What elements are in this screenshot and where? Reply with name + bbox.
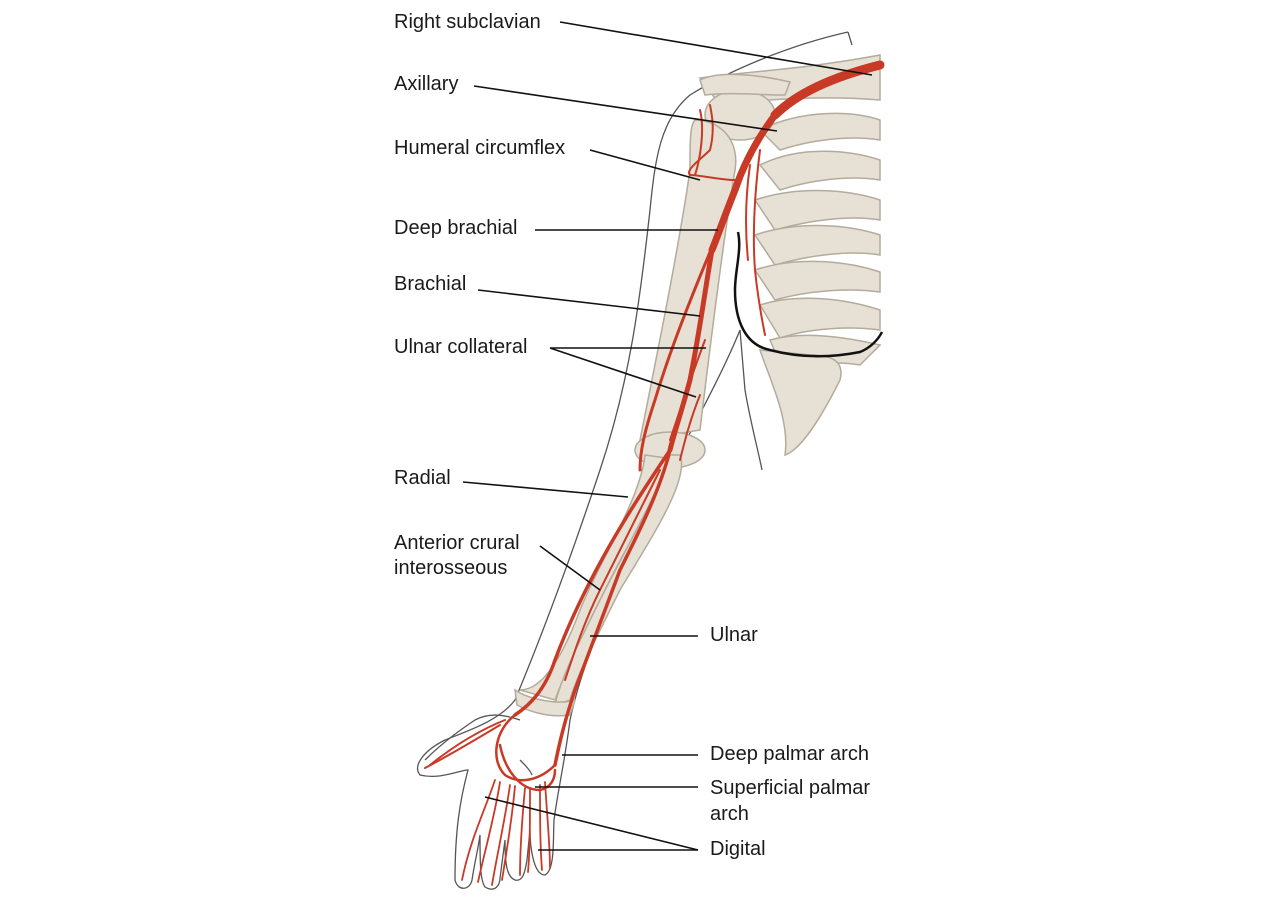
label-superficial-palmar-2: arch	[710, 803, 749, 825]
label-radial: Radial	[394, 467, 451, 489]
label-right-subclavian: Right subclavian	[394, 11, 541, 33]
label-anterior-crural-1: Anterior crural	[394, 532, 520, 554]
brachial-artery	[667, 247, 715, 453]
leader-brachial	[477, 289, 701, 317]
humeral-circumflex-artery	[688, 104, 736, 181]
label-ulnar: Ulnar	[710, 624, 758, 646]
leader-right-subclavian	[559, 21, 873, 76]
digital-artery-1	[461, 779, 496, 881]
label-humeral-circumflex: Humeral circumflex	[394, 137, 566, 159]
ulnar-artery	[553, 448, 672, 767]
label-digital: Digital	[710, 838, 766, 860]
digital-artery-2	[491, 784, 511, 886]
label-brachial: Brachial	[394, 273, 467, 295]
leader-humeral-circumflex	[589, 149, 701, 181]
axillary-artery	[708, 111, 779, 254]
label-deep-brachial: Deep brachial	[394, 217, 518, 239]
digital-artery-4	[539, 784, 543, 871]
leader-digital-1	[484, 796, 699, 851]
leader-anterior-crural	[539, 545, 601, 591]
torso-outline	[733, 231, 884, 358]
subclavian-artery	[770, 60, 885, 120]
label-axillary: Axillary	[394, 73, 459, 95]
forearm-bones	[514, 454, 683, 717]
label-ulnar-collateral: Ulnar collateral	[394, 336, 528, 358]
label-anterior-crural-2: interosseous	[394, 557, 508, 579]
digital-artery-3	[519, 787, 526, 876]
leader-lines	[462, 21, 873, 851]
leader-axillary	[473, 85, 778, 132]
radial-artery	[513, 448, 672, 717]
deep-brachial-artery	[638, 238, 717, 472]
label-deep-palmar-arch: Deep palmar arch	[710, 743, 869, 765]
leader-radial	[462, 481, 629, 498]
leader-ulnar-collateral-2	[549, 347, 697, 398]
label-superficial-palmar-1: Superficial palmar	[710, 777, 871, 799]
arteries	[424, 60, 885, 886]
deep-palmar-arch	[495, 713, 557, 782]
hand-outline	[424, 714, 521, 761]
